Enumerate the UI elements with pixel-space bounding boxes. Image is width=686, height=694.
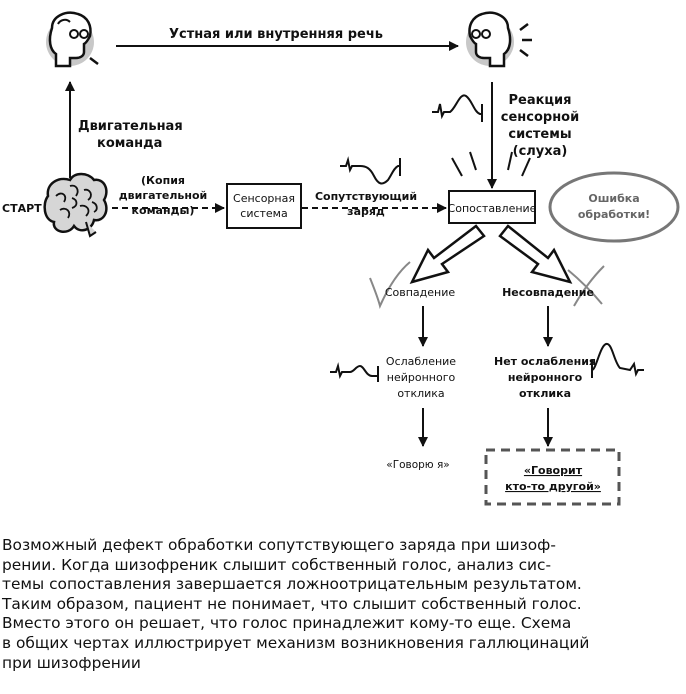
- sensory-system-label-1: Сенсорная: [233, 192, 295, 205]
- comparison-box: [448, 190, 536, 224]
- comparison-rays: [451, 151, 531, 177]
- efference-copy-label-2: двигательной: [119, 189, 207, 202]
- sensory-response-label-3: системы: [508, 127, 571, 142]
- waveform-icon: [432, 94, 482, 120]
- brain-icon: [43, 172, 108, 238]
- caption-line: в общих чертах иллюстрирует механизм воз…: [2, 633, 590, 652]
- caption-line: темы сопоставления завершается ложноотри…: [2, 575, 582, 594]
- sensory-response-label-4: (слуха): [513, 144, 568, 159]
- waveform-icon: [330, 362, 378, 380]
- error-label-2: обработки!: [578, 208, 650, 221]
- cross-icon: [567, 265, 605, 307]
- match-label: Совпадение: [385, 286, 456, 299]
- flow-diagram: Устная или внутренняя речь Двигательная …: [2, 11, 680, 506]
- no-attenuation-label-1: Нет ослабления: [494, 355, 596, 368]
- no-attenuation-label-3: отклика: [519, 387, 571, 400]
- match-hollow-arrow: [409, 224, 486, 284]
- sensory-system-box: [226, 183, 302, 229]
- waveform-icon: [591, 342, 644, 378]
- efference-copy-label-3: команды): [132, 204, 195, 217]
- motor-command-label-2: команда: [97, 136, 162, 151]
- mismatch-label: Несовпадение: [502, 286, 594, 299]
- efference-copy-label-1: (Копия: [141, 174, 185, 187]
- start-label: СТАРТ: [2, 202, 42, 215]
- person-self-icon: [46, 11, 99, 68]
- error-ellipse: [548, 171, 680, 243]
- sensory-response-label-2: сенсорной: [501, 110, 579, 125]
- other-speaks-label-2: кто-то другой»: [505, 480, 601, 493]
- mismatch-hollow-arrow: [498, 224, 573, 284]
- check-icon: [369, 261, 411, 310]
- sensory-system-label-2: система: [240, 207, 287, 220]
- corollary-discharge-label-2: заряд: [347, 205, 385, 218]
- corollary-discharge-label-1: Сопутствующий: [315, 190, 417, 203]
- no-attenuation-label-2: нейронного: [508, 371, 583, 384]
- caption-line: Вместо этого он решает, что голос принад…: [2, 614, 572, 633]
- error-label-1: Ошибка: [588, 192, 639, 205]
- person-hearing-icon: [466, 11, 532, 68]
- attenuation-label-3: отклика: [397, 387, 444, 400]
- waveform-icon: [340, 156, 400, 185]
- sensory-response-label-1: Реакция: [508, 93, 571, 108]
- caption-line: рении. Когда шизофреник слышит собственн…: [2, 555, 552, 574]
- caption-line: Возможный дефект обработки сопутствующег…: [2, 536, 556, 554]
- attenuation-label-1: Ослабление: [386, 355, 456, 368]
- comparison-label: Сопоставление: [448, 202, 537, 215]
- figure-caption: Возможный дефект обработки сопутствующег…: [2, 536, 686, 673]
- other-speaks-label-1: «Говорит: [524, 464, 583, 477]
- motor-command-label-1: Двигательная: [78, 119, 183, 134]
- caption-line: Таким образом, пациент не понимает, что …: [2, 594, 582, 613]
- caption-line: при шизофрении: [2, 653, 141, 672]
- i-speak-label: «Говорю я»: [386, 459, 449, 471]
- other-speaks-box: [484, 448, 621, 506]
- attenuation-label-2: нейронного: [387, 371, 456, 384]
- speech-label: Устная или внутренняя речь: [169, 27, 383, 42]
